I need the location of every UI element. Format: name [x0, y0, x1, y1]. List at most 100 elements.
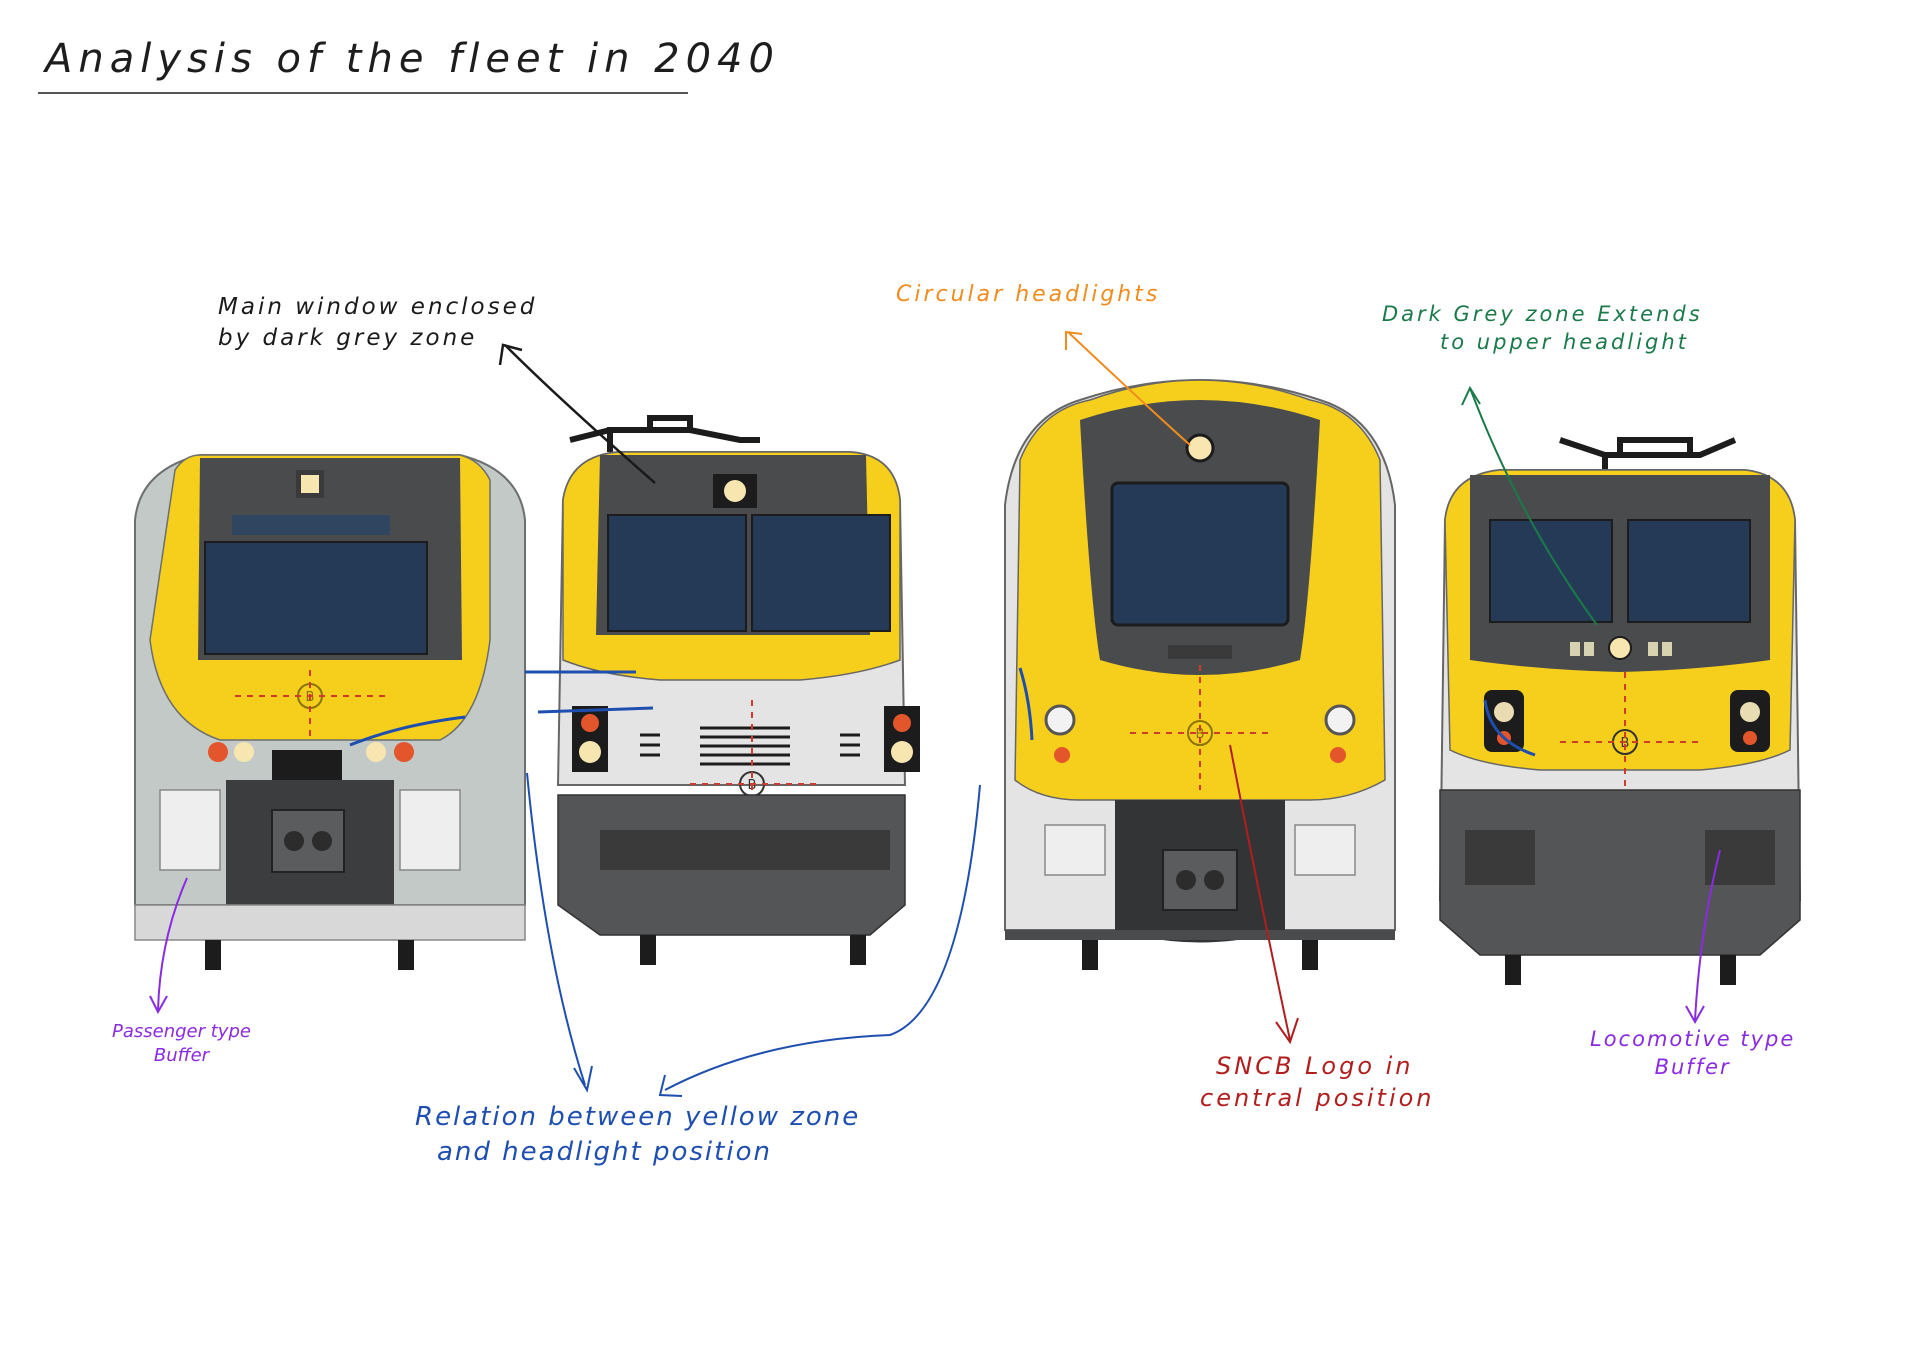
label-dark-grey-zone: Dark Grey zone Extends to upper headligh… [1382, 300, 1703, 357]
train-1-headlight-right [366, 742, 386, 762]
train-2-pantograph [569, 415, 760, 452]
train-4-buffer-left [1465, 830, 1535, 885]
train-4-logo-letter: B [1621, 736, 1630, 751]
relation-arrowhead-right [658, 1074, 683, 1097]
train-3-coupler-pin-right [1204, 870, 1224, 890]
train-1-wheel-right [398, 940, 414, 970]
train-1-coupler-top [272, 750, 342, 782]
train-3-coupler-head [1162, 849, 1238, 911]
relation-mark-5 [349, 715, 466, 747]
train-2-grille [640, 726, 860, 766]
train-1-wheel-left [205, 940, 221, 970]
train-1-coupler-head [271, 809, 345, 873]
train-2-main-window-right [751, 514, 891, 632]
train-1-taillight-right [394, 742, 414, 762]
train-4-pantograph [1559, 437, 1737, 470]
train-3-logo [1187, 720, 1213, 746]
sncb-logo-arrowhead [1275, 1017, 1299, 1045]
label-dark-grey-zone-line1: Dark Grey zone Extends [1382, 302, 1703, 326]
train-3-buffer-left [1044, 824, 1106, 876]
train-2-buffer-beam [600, 830, 890, 870]
train-2-headlight-left [579, 741, 601, 763]
relation-mark-4 [1483, 699, 1536, 757]
train-4-wheel-left [1505, 955, 1521, 985]
label-sncb-logo-line2: central position [1200, 1084, 1435, 1113]
locomotive-buffer-arrowhead [1685, 1005, 1705, 1025]
title-underline [38, 92, 688, 94]
train-1-skirt [134, 904, 526, 941]
label-sncb-logo: SNCB Logo in central position [1200, 1050, 1435, 1115]
train-2-main-window-left [607, 514, 747, 632]
label-locomotive-buffer-line1: Locomotive type [1590, 1027, 1796, 1051]
train-3-wheel-right [1302, 940, 1318, 970]
label-locomotive-buffer: Locomotive type Buffer [1590, 1025, 1795, 1082]
train-4-wheel-right [1720, 955, 1736, 985]
dark-grey-zone-arrow [1469, 387, 1598, 626]
train-1-buffer-right [399, 789, 461, 871]
label-main-window: Main window enclosed by dark grey zone [218, 292, 537, 354]
train-2-headlight-right [891, 741, 913, 763]
train-1-upper-headlight [301, 475, 319, 493]
label-main-window-line2: by dark grey zone [218, 325, 478, 352]
train-1-headlight-left [234, 742, 254, 762]
train-3-new-emu: B [1004, 379, 1396, 970]
train-4-marker-light-r2 [1662, 642, 1672, 656]
train-4-buffer-right [1705, 830, 1775, 885]
label-relation: Relation between yellow zone and headlig… [415, 1100, 860, 1170]
train-2-taillight-left [581, 714, 599, 732]
passenger-buffer-arrow [157, 877, 188, 1011]
train-1-taillight-left [208, 742, 228, 762]
train-2-upper-headlight [724, 480, 746, 502]
label-main-window-line1: Main window enclosed [218, 294, 538, 320]
label-passenger-buffer: Passenger type Buffer [112, 1020, 251, 1069]
label-locomotive-buffer-line2: Buffer [1654, 1055, 1731, 1080]
relation-mark-2 [537, 706, 654, 714]
label-dark-grey-zone-line2: to upper headlight [1440, 330, 1689, 355]
train-2-wheel-left [640, 935, 656, 965]
relation-mark-3 [1018, 667, 1034, 741]
label-sncb-logo-line1: SNCB Logo in [1216, 1052, 1414, 1080]
relation-arrow-right [664, 784, 981, 1091]
train-1-coupler-pin-right [312, 831, 332, 851]
train-4-new-locomotive: B [1438, 437, 1802, 985]
label-passenger-buffer-line1: Passenger type [112, 1021, 251, 1042]
train-4-marker-light-r1 [1648, 642, 1658, 656]
train-4-upper-headlight [1608, 636, 1632, 660]
train-3-skirt [1005, 930, 1395, 940]
train-3-taillight-left [1054, 747, 1070, 763]
train-4-taillight-right [1743, 731, 1757, 745]
train-3-buffer-right [1294, 824, 1356, 876]
sncb-logo-arrow [1229, 744, 1291, 1041]
circular-headlights-arrow [1067, 331, 1191, 446]
train-2-wheel-right [850, 935, 866, 965]
label-passenger-buffer-line2: Buffer [153, 1045, 210, 1067]
train-4-main-window-right [1627, 519, 1751, 623]
train-3-taillight-right [1330, 747, 1346, 763]
label-circular-headlights: Circular headlights [896, 280, 1160, 310]
train-4-headlight-right [1740, 702, 1760, 722]
train-3-logo-letter: B [1196, 727, 1205, 742]
train-1-buffer-left [159, 789, 221, 871]
circular-headlights-arrowhead [1065, 330, 1083, 350]
train-3-wheel-left [1082, 940, 1098, 970]
label-relation-line2: and headlight position [437, 1137, 772, 1168]
locomotive-buffer-arrow [1694, 849, 1721, 1021]
train-1-destination-display [232, 515, 390, 535]
train-3-camera-strip [1168, 645, 1232, 659]
train-4-main-window-left [1489, 519, 1613, 623]
train-3-headlight-right [1324, 704, 1356, 736]
train-4-headlight-left [1494, 702, 1514, 722]
train-3-main-window [1110, 481, 1290, 627]
train-3-headlight-left [1044, 704, 1076, 736]
train-3-upper-headlight [1185, 433, 1215, 463]
label-relation-line1: Relation between yellow zone [415, 1102, 861, 1132]
dark-grey-zone-arrowhead [1461, 385, 1481, 406]
main-window-arrowhead [498, 343, 523, 366]
passenger-buffer-arrowhead [149, 995, 168, 1015]
relation-arrowhead-left [573, 1065, 593, 1093]
train-4-marker-light-l2 [1584, 642, 1594, 656]
train-2-locomotive-white: B [556, 415, 920, 965]
main-window-arrow [504, 344, 656, 484]
train-3-coupler-pin-left [1176, 870, 1196, 890]
